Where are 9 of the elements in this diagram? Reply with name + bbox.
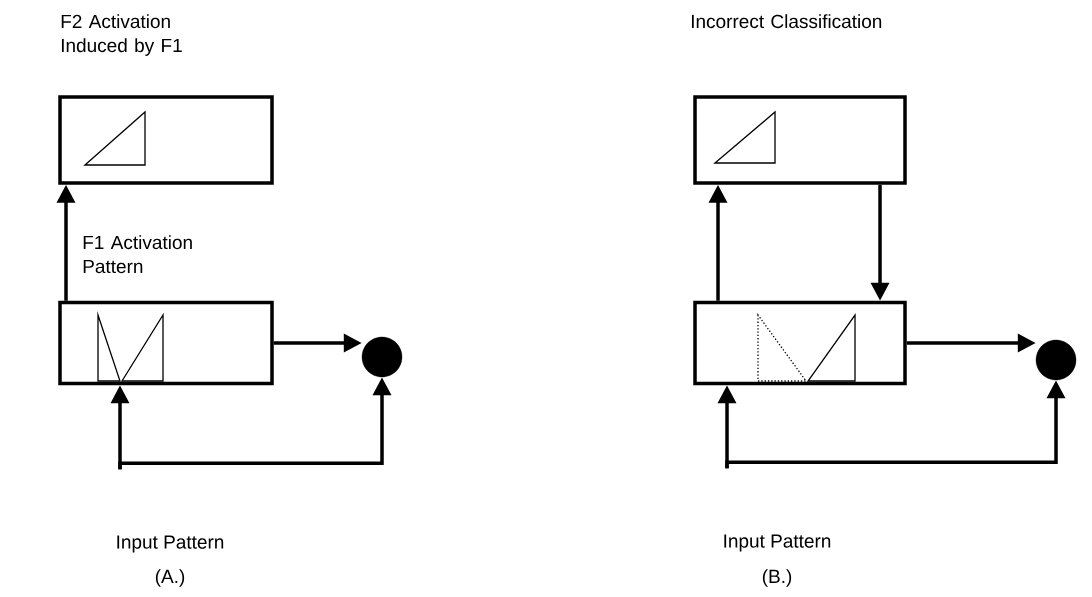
panel-label: (A.) — [155, 569, 185, 587]
box-heading: F1 Activation Pattern — [83, 235, 192, 274]
box-heading: F2 Activation Induced by F1 — [61, 14, 182, 56]
output-dot — [1035, 339, 1077, 381]
input-label: Input Pattern — [724, 534, 831, 552]
panel-label: (B.) — [762, 569, 792, 587]
box-heading: Incorrect Classification — [691, 14, 882, 29]
input-label: Input Pattern — [117, 535, 224, 553]
output-dot — [361, 336, 403, 378]
